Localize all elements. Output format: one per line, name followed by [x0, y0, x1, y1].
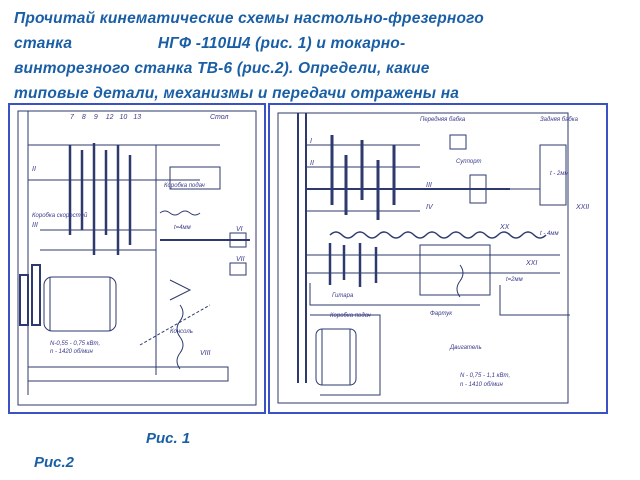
heading-line-1: Прочитай кинематические схемы настольно-…: [14, 10, 484, 27]
label-gear-box: Коробка скоростей: [32, 212, 88, 219]
spindle-head: [169, 166, 221, 190]
label-apron: Фартук: [430, 311, 453, 317]
label-tailstock: Задняя бабка: [540, 117, 579, 123]
label-support: Суппорт: [456, 159, 482, 165]
label-table: Стол: [210, 114, 229, 121]
machine-base: [27, 366, 229, 382]
label-roman-ii: II: [310, 160, 314, 167]
bed-left: [310, 314, 381, 396]
worm-thread: [159, 210, 201, 216]
label-console: Консоль: [170, 329, 193, 335]
label-roman-xxi: XXI: [525, 260, 537, 267]
heading-line-4: типовые детали, механизмы и передачи отр…: [14, 85, 460, 102]
lathe-frame: [277, 112, 569, 404]
label-motor-spec: N-0,55 - 0,75 кВт,: [50, 341, 100, 347]
label-roman-vii: VII: [236, 256, 245, 263]
guitar-guard: [309, 283, 480, 306]
tool-post: [449, 134, 467, 150]
pulley-left-2: [31, 264, 41, 326]
label-guitar: Гитара: [332, 293, 354, 299]
apron-screw: [456, 264, 464, 298]
label-pitch-2: t - 4мм: [540, 231, 559, 237]
bed-right: [499, 285, 570, 316]
handwheel: [229, 232, 247, 248]
label-pitch-1: t - 2мм: [550, 171, 569, 177]
guide-line: [139, 304, 211, 346]
pulley-left: [19, 274, 29, 326]
label-headstock: Передняя бабка: [420, 117, 466, 123]
label-roman-xxii: XXII: [575, 204, 589, 211]
label-roman-iii: III: [32, 222, 38, 229]
heading-line-2: станка НГФ -110Ш4 (рис. 1) и токарно-: [14, 35, 406, 52]
label-roman-vi: VI: [236, 226, 243, 233]
slide-heading: Прочитай кинематические схемы настольно-…: [14, 6, 626, 106]
handwheel-2: [229, 262, 247, 276]
label-roman-ii: II: [32, 166, 36, 173]
label-feed-box: Коробка подач: [164, 183, 205, 189]
label-roman-viii: VIII: [200, 350, 211, 357]
apron: [419, 244, 491, 296]
motor: [43, 276, 117, 332]
figure-2-drawing: Передняя бабка Задняя бабка Суппорт t - …: [277, 112, 589, 404]
label-feed-box: Коробка подач: [330, 313, 371, 319]
feedbox-gears: [328, 243, 378, 287]
heading-line-3: винторезного станка ТВ-6 (рис.2). Опреде…: [14, 60, 430, 77]
label-roman-xx: XX: [499, 224, 510, 231]
caption-figure-2: Рис.2: [34, 454, 75, 471]
label-motor-speed: n - 1420 об/мин: [50, 349, 94, 355]
lead-screw: [329, 231, 547, 239]
vertical-screw: [176, 304, 184, 370]
gear-block: [68, 143, 132, 255]
label-motor: Двигатель: [449, 345, 482, 351]
headstock-gears: [330, 135, 396, 220]
label-pitch: t=4мм: [174, 225, 191, 231]
label-roman-i: I: [310, 138, 312, 145]
frame-outline: [17, 110, 257, 406]
label-motor-spec: N - 0,75 - 1,1 кВт,: [460, 373, 510, 379]
tailstock: [539, 144, 567, 206]
figure-2-lathe-scheme: Передняя бабка Задняя бабка Суппорт t - …: [268, 103, 608, 414]
label-pitch-3: t=2мм: [506, 277, 523, 283]
label-roman-iv: IV: [426, 204, 434, 211]
label-roman-iii: III: [426, 182, 432, 189]
motor: [315, 328, 357, 386]
label-motor-speed: n - 1410 об/мин: [460, 382, 504, 388]
bevel-gear: [169, 279, 192, 301]
caption-figure-1: Рис. 1: [146, 430, 191, 447]
chuck: [469, 174, 487, 204]
